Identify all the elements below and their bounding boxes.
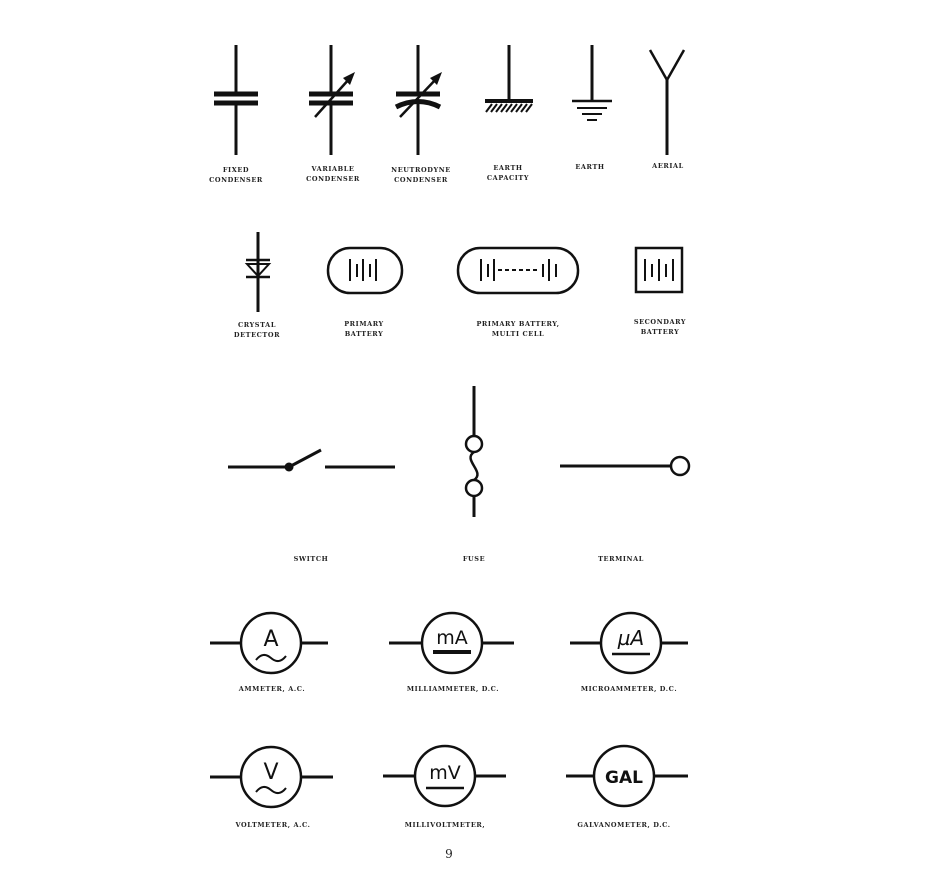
secondary-battery-label-2: BATTERY [641, 328, 680, 336]
primary-battery-multi-label-1: PRIMARY BATTERY, [476, 320, 559, 328]
terminal-symbol [560, 455, 691, 477]
fixed-condenser-label-1: FIXED [223, 166, 249, 174]
voltmeter-ac-symbol [210, 745, 333, 809]
switch-symbol [228, 448, 395, 472]
primary-battery-multi-label-2: MULTI CELL [492, 330, 544, 338]
ammeter-ac-symbol [210, 611, 328, 675]
ammeter-ac-glyph: A [263, 627, 278, 652]
aerial-symbol [648, 49, 686, 155]
neutrodyne-condenser-label-1: NEUTRODYNE [391, 166, 451, 174]
voltmeter-ac-glyph: V [263, 760, 278, 785]
millivoltmeter-glyph: mV [429, 762, 461, 784]
crystal-detector-symbol [244, 232, 272, 312]
primary-battery-multi-cell-symbol [456, 246, 580, 295]
microammeter-dc-glyph: µA [617, 626, 644, 650]
primary-battery-label-1: PRIMARY [344, 320, 384, 328]
switch-label: SWITCH [294, 555, 329, 563]
galvanometer-dc-glyph: GAL [605, 768, 643, 788]
crystal-detector-label-1: CRYSTAL [238, 321, 276, 329]
millivoltmeter-symbol [383, 744, 506, 808]
crystal-detector-label-2: DETECTOR [234, 331, 280, 339]
milliammeter-dc-glyph: mA [436, 627, 468, 649]
earth-label: EARTH [575, 163, 604, 171]
fixed-condenser-label-2: CONDENSER [209, 176, 263, 184]
galvanometer-dc-symbol [566, 744, 688, 808]
earth-capacity-label-1: EARTH [493, 164, 522, 172]
variable-condenser-label-1: VARIABLE [311, 165, 355, 173]
fixed-condenser-symbol [214, 45, 258, 155]
voltmeter-ac-label: VOLTMETER, A.C. [235, 821, 311, 829]
millivoltmeter-label: MILLIVOLTMETER, [405, 821, 486, 829]
galvanometer-dc-label: GALVANOMETER, D.C. [577, 821, 670, 829]
fuse-symbol [464, 386, 484, 517]
milliammeter-dc-label: MILLIAMMETER, D.C. [407, 685, 499, 693]
microammeter-dc-symbol [570, 611, 688, 675]
primary-battery-symbol [326, 246, 404, 295]
secondary-battery-label-1: SECONDARY [634, 318, 686, 326]
primary-battery-label-2: BATTERY [345, 330, 384, 338]
earth-capacity-label-2: CAPACITY [487, 174, 529, 182]
fuse-label: FUSE [463, 555, 485, 563]
neutrodyne-condenser-symbol [394, 45, 442, 155]
page-number: 9 [445, 847, 453, 861]
milliammeter-dc-symbol [389, 611, 514, 675]
terminal-label: TERMINAL [598, 555, 644, 563]
secondary-battery-symbol [634, 246, 684, 294]
microammeter-dc-label: MICROAMMETER, D.C. [581, 685, 677, 693]
ammeter-ac-label: AMMETER, A.C. [238, 685, 306, 693]
earth-capacity-symbol [485, 45, 533, 113]
variable-condenser-label-2: CONDENSER [306, 175, 360, 183]
earth-symbol [572, 45, 612, 121]
aerial-label: AERIAL [651, 162, 684, 170]
variable-condenser-symbol [309, 45, 355, 155]
neutrodyne-condenser-label-2: CONDENSER [394, 176, 448, 184]
